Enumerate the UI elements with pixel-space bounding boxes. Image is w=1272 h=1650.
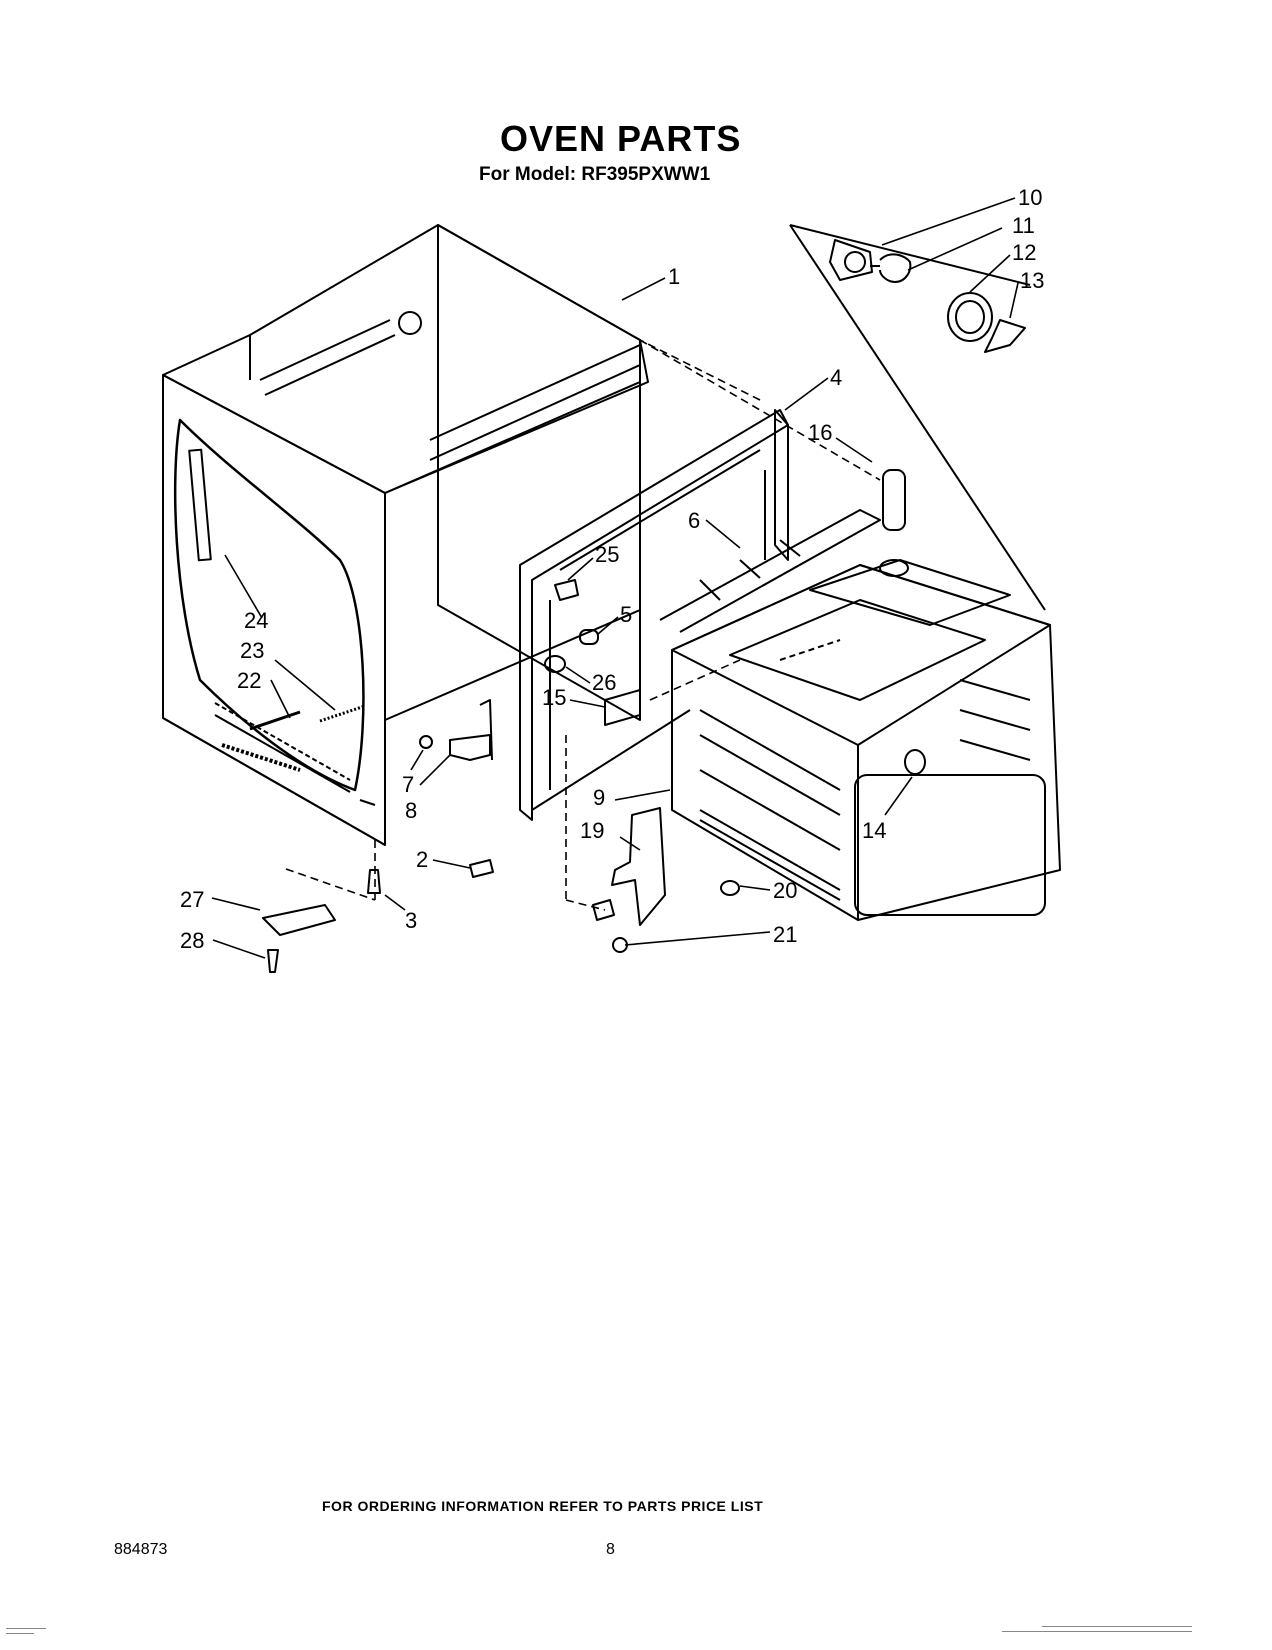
callout-15: 15 — [542, 685, 566, 710]
callout-leader-lines — [211, 197, 1019, 959]
small-parts-drawing — [221, 579, 740, 973]
callout-4: 4 — [830, 365, 842, 390]
callout-26: 26 — [592, 670, 616, 695]
fine-print-left — [6, 1628, 46, 1635]
callout-20: 20 — [773, 878, 797, 903]
callout-8: 8 — [405, 798, 417, 823]
callout-21: 21 — [773, 922, 797, 947]
fine-print-right — [1002, 1626, 1192, 1633]
callout-2: 2 — [416, 847, 428, 872]
page-number: 8 — [606, 1541, 615, 1558]
callout-6: 6 — [688, 508, 700, 533]
model-subtitle: For Model: RF395PXWW1 — [479, 164, 711, 185]
oven-liner-drawing — [671, 559, 1061, 921]
callout-7: 7 — [402, 772, 414, 797]
callout-10: 10 — [1018, 185, 1042, 210]
document-number: 884873 — [114, 1541, 168, 1558]
oven-cabinet-drawing — [162, 224, 649, 846]
callout-labels: 1 2 3 4 5 6 7 8 9 10 11 12 13 14 15 16 1… — [180, 185, 1044, 953]
heating-element-drawing — [659, 509, 881, 633]
callout-11: 11 — [1012, 213, 1035, 238]
callout-25: 25 — [595, 542, 619, 567]
callout-24: 24 — [244, 608, 268, 633]
callout-16: 16 — [808, 420, 832, 445]
callout-12: 12 — [1012, 240, 1036, 265]
page-title: OVEN PARTS — [500, 118, 742, 159]
callout-19: 19 — [580, 818, 604, 843]
callout-14: 14 — [862, 818, 886, 843]
callout-3: 3 — [405, 908, 417, 933]
callout-9: 9 — [593, 785, 605, 810]
callout-23: 23 — [240, 638, 264, 663]
ordering-note: FOR ORDERING INFORMATION REFER TO PARTS … — [322, 1498, 764, 1514]
assembly-guide-lines — [285, 339, 881, 911]
callout-22: 22 — [237, 668, 261, 693]
callout-28: 28 — [180, 928, 204, 953]
callout-27: 27 — [180, 887, 204, 912]
callout-1: 1 — [668, 264, 680, 289]
bushing-drawing — [879, 469, 909, 577]
callout-5: 5 — [620, 602, 632, 627]
light-assembly-drawing — [789, 224, 1046, 611]
callout-13: 13 — [1020, 268, 1044, 293]
